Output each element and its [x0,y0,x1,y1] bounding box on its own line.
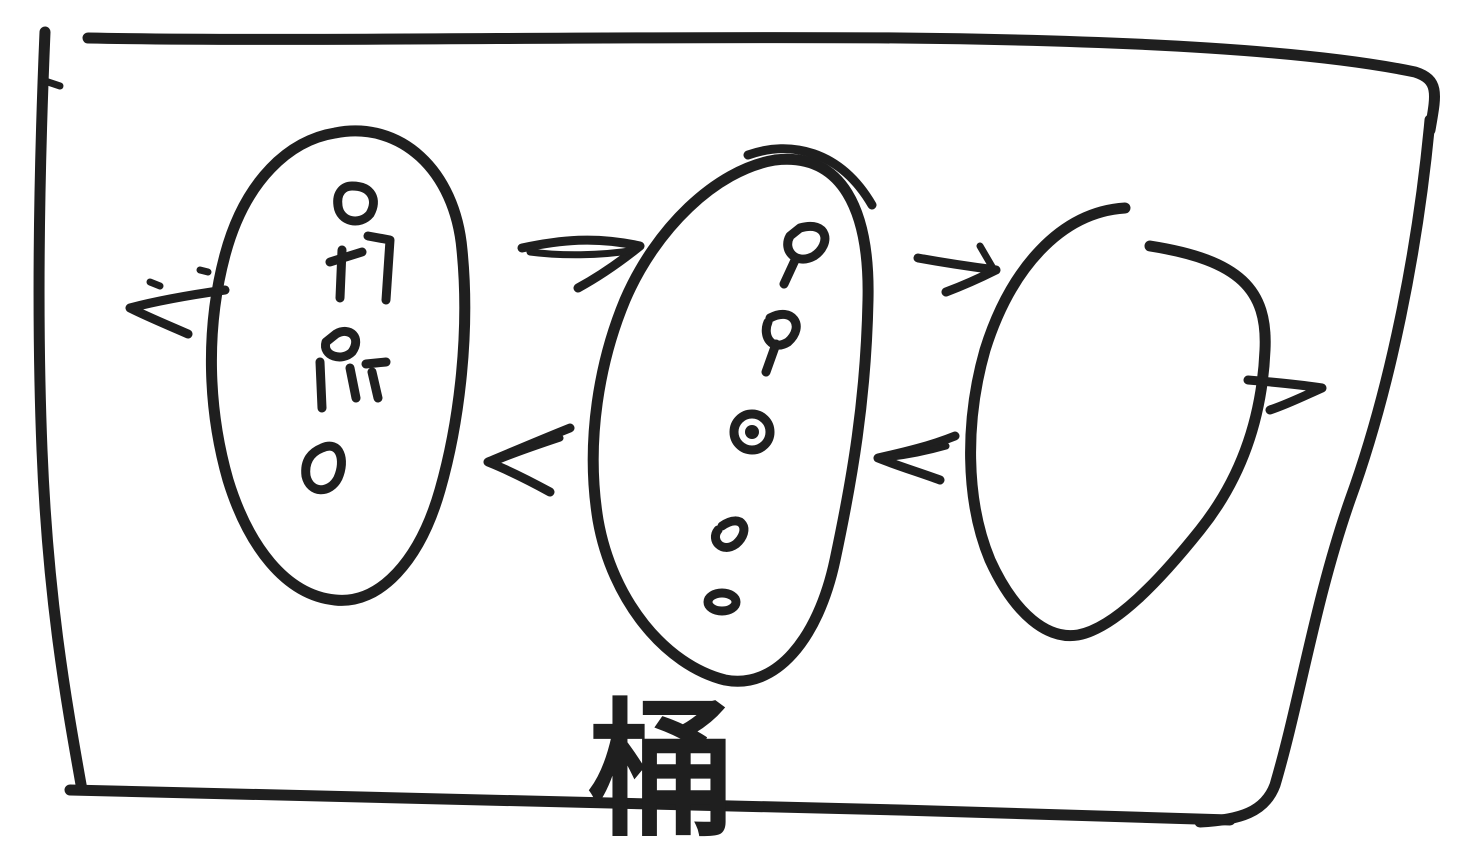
outer-frame [33,26,1440,828]
middle-oval-group [587,144,877,687]
arrow-right-to-middle [873,431,960,485]
diagram-caption: 桶 [588,685,736,857]
arrow-right-outward [1243,375,1327,415]
arrow-middle-to-left [483,423,575,497]
caption-character: 桶 [588,685,736,857]
right-oval-group [965,202,1271,642]
center-dot-icon [745,425,759,439]
arrow-left-to-middle [517,235,645,293]
left-oval-group [205,125,471,606]
arrow-middle-to-right [913,242,1001,297]
arrow-left-outward [125,266,230,339]
